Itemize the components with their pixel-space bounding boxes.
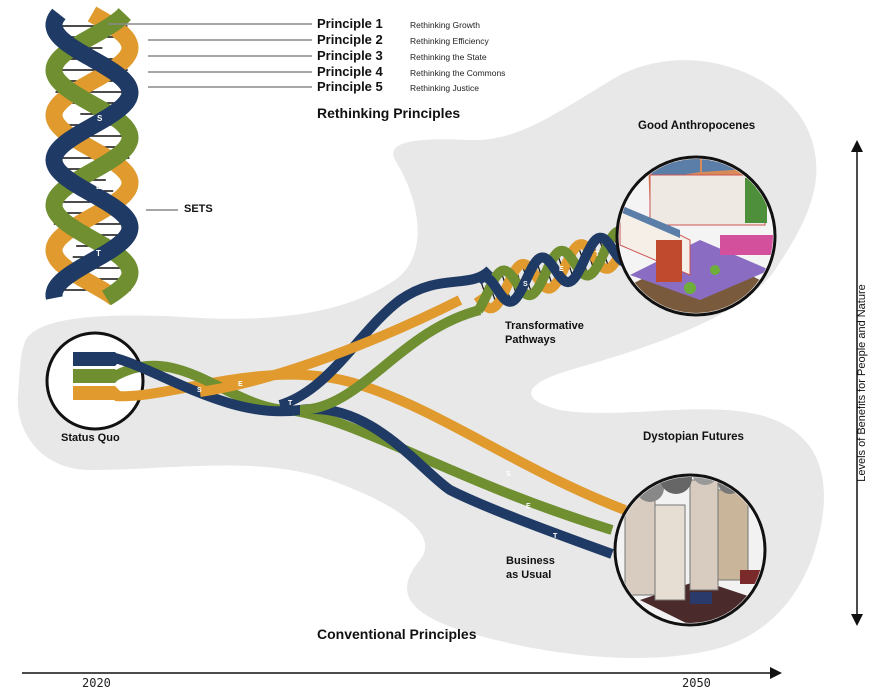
mini-strand-technological (474, 232, 627, 307)
pathway-letters: S E T S E T (197, 381, 558, 540)
principle-1-name: Principle 1 (317, 16, 383, 31)
benefits-axis (851, 140, 863, 626)
principle-3-desc: Rethinking the State (410, 52, 487, 62)
dna-helix: S E T (45, 6, 139, 306)
sq-letter-e: E (238, 381, 243, 388)
mini-letter-s: S (523, 281, 528, 288)
bau-letter-s: S (506, 471, 511, 478)
dna-letter-t: T (96, 249, 101, 258)
principle-1-desc: Rethinking Growth (410, 20, 480, 30)
tp-strand-technological (278, 266, 494, 410)
bau-letter-e: E (526, 503, 531, 510)
mini-letter-t: T (595, 251, 600, 258)
conventional-principles-title: Conventional Principles (317, 626, 477, 642)
mini-letter-e: E (559, 266, 564, 273)
year-start-label: 2020 (82, 676, 111, 690)
dna-letter-e: E (96, 182, 102, 191)
tp-strand-ecological (299, 305, 482, 415)
principle-4-name: Principle 4 (317, 64, 383, 79)
benefits-axis-label: Levels of Benefits for People and Nature (856, 284, 868, 482)
bau-strand-technological (113, 353, 614, 559)
principle-5-name: Principle 5 (317, 79, 383, 94)
dna-strand-technological (45, 8, 139, 300)
principle-3-name: Principle 3 (317, 48, 383, 63)
transformative-pathways-label-1: Transformative (505, 320, 584, 332)
dystopian-futures-illustration (613, 473, 767, 627)
status-quo-stubs (73, 352, 122, 400)
status-quo-label: Status Quo (61, 432, 120, 444)
rethinking-principles-title: Rethinking Principles (317, 105, 461, 121)
bau-letter-t: T (553, 533, 558, 540)
principle-leader-lines (108, 23, 312, 211)
principle-4-desc: Rethinking the Commons (410, 68, 506, 78)
transformative-helix: S E T (473, 226, 629, 314)
sq-letter-s: S (197, 387, 202, 394)
good-anthropocenes-label: Good Anthropocenes (638, 120, 756, 132)
sq-letter-t: T (288, 400, 293, 407)
dystopian-futures-label: Dystopian Futures (643, 431, 744, 443)
time-axis (22, 667, 782, 679)
year-end-label: 2050 (682, 676, 711, 690)
business-as-usual-label-1: Business (506, 555, 555, 567)
principle-5-desc: Rethinking Justice (410, 83, 479, 93)
principle-2-name: Principle 2 (317, 32, 383, 47)
tp-strand-social (199, 295, 463, 397)
transformative-pathways-label-2: Pathways (505, 334, 556, 346)
dna-letter-s: S (97, 114, 103, 123)
business-as-usual-label-2: as Usual (506, 569, 552, 581)
principle-2-desc: Rethinking Efficiency (410, 36, 489, 46)
pathway-strands (112, 266, 627, 559)
sets-label: SETS (184, 203, 213, 215)
